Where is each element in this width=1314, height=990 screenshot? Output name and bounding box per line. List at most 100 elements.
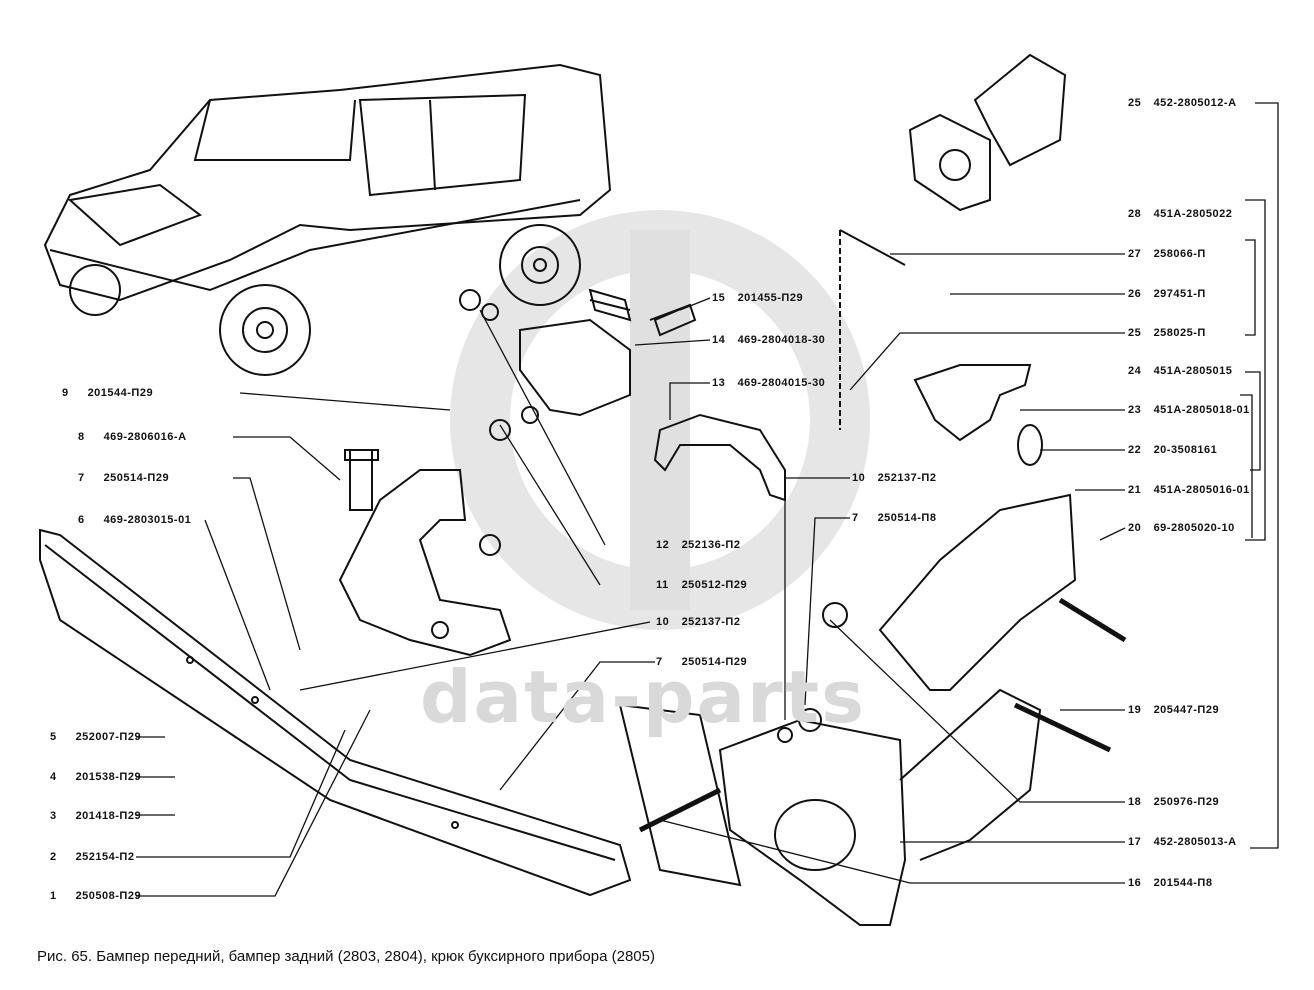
part-number: 17 — [1128, 836, 1142, 848]
part-number: 12 — [656, 539, 670, 551]
part-code: 250514-П29 — [103, 472, 170, 484]
part-label: 13 469-2804015-30 — [712, 377, 825, 389]
part-number: 10 — [852, 472, 866, 484]
part-number: 10 — [656, 616, 670, 628]
part-number: 22 — [1128, 444, 1142, 456]
part-label: 12 252136-П2 — [656, 539, 740, 551]
part-number: 24 — [1128, 365, 1142, 377]
part-label: 1 250508-П29 — [50, 890, 141, 902]
watermark-logo — [450, 210, 870, 630]
part-code: 469-2804018-30 — [737, 334, 826, 346]
part-code: 201544-П8 — [1153, 877, 1213, 889]
part-number: 14 — [712, 334, 726, 346]
bracket-drawing — [459, 288, 786, 502]
part-label: 11 250512-П29 — [656, 579, 747, 591]
part-label: 21 451А-2805016-01 — [1128, 484, 1250, 496]
part-label: 10 252137-П2 — [852, 472, 936, 484]
part-label: 17 452-2805013-А — [1128, 836, 1237, 848]
part-number: 21 — [1128, 484, 1142, 496]
part-code: 297451-П — [1153, 288, 1206, 300]
part-number: 28 — [1128, 208, 1142, 220]
part-code: 250514-П29 — [681, 656, 748, 668]
part-code: 201418-П29 — [75, 810, 142, 822]
part-label: 10 252137-П2 — [656, 616, 740, 628]
part-number: 8 — [78, 431, 85, 443]
part-label: 27 258066-П — [1128, 248, 1206, 260]
part-code: 250508-П29 — [75, 890, 142, 902]
part-code: 252154-П2 — [75, 851, 135, 863]
part-number: 25 — [1128, 327, 1142, 339]
part-code: 201544-П29 — [87, 387, 154, 399]
part-label: 28 451А-2805022 — [1128, 208, 1232, 220]
part-number: 13 — [712, 377, 726, 389]
part-label: 7 250514-П8 — [852, 512, 936, 524]
towing-device-drawing — [618, 53, 1127, 926]
part-label: 4 201538-П29 — [50, 771, 141, 783]
part-number: 11 — [656, 579, 669, 591]
part-label: 15 201455-П29 — [712, 292, 803, 304]
part-label: 3 201418-П29 — [50, 810, 141, 822]
part-code: 451А-2805022 — [1153, 208, 1233, 220]
part-number: 25 — [1128, 97, 1142, 109]
part-number: 3 — [50, 810, 57, 822]
part-label: 25 452-2805012-А — [1128, 97, 1237, 109]
part-code: 469-2806016-А — [103, 431, 187, 443]
part-code: 201455-П29 — [737, 292, 804, 304]
part-code: 451А-2805016-01 — [1153, 484, 1250, 496]
part-code: 469-2803015-01 — [103, 514, 192, 526]
vehicle-drawing — [43, 63, 612, 376]
part-number: 23 — [1128, 404, 1142, 416]
part-code: 452-2805013-А — [1153, 836, 1237, 848]
part-number: 26 — [1128, 288, 1142, 300]
part-label: 8 469-2806016-А — [78, 431, 187, 443]
part-code: 252137-П2 — [877, 472, 937, 484]
part-code: 252137-П2 — [681, 616, 741, 628]
leader-lines — [136, 102, 1279, 897]
part-code: 451А-2805015 — [1153, 365, 1233, 377]
part-number: 5 — [50, 731, 57, 743]
part-number: 1 — [50, 890, 57, 902]
part-label: 26 297451-П — [1128, 288, 1206, 300]
part-label: 18 250976-П29 — [1128, 796, 1219, 808]
part-label: 2 252154-П2 — [50, 851, 134, 863]
part-label: 20 69-2805020-10 — [1128, 522, 1235, 534]
part-code: 252007-П29 — [75, 731, 142, 743]
part-label: 24 451А-2805015 — [1128, 365, 1232, 377]
part-number: 19 — [1128, 704, 1142, 716]
part-number: 7 — [78, 472, 85, 484]
part-number: 27 — [1128, 248, 1142, 260]
part-code: 205447-П29 — [1153, 704, 1220, 716]
part-label: 6 469-2803015-01 — [78, 514, 191, 526]
part-label: 14 469-2804018-30 — [712, 334, 825, 346]
part-number: 20 — [1128, 522, 1142, 534]
part-number: 2 — [50, 851, 57, 863]
part-number: 6 — [78, 514, 85, 526]
front-bumper-drawing — [39, 528, 632, 897]
part-code: 201538-П29 — [75, 771, 142, 783]
part-number: 16 — [1128, 877, 1142, 889]
part-number: 7 — [852, 512, 859, 524]
part-number: 9 — [62, 387, 69, 399]
part-label: 7 250514-П29 — [656, 656, 747, 668]
part-code: 258066-П — [1153, 248, 1206, 260]
part-code: 250976-П29 — [1153, 796, 1220, 808]
figure-caption: Рис. 65. Бампер передний, бампер задний … — [37, 948, 655, 965]
watermark-text: data-parts — [420, 655, 866, 739]
part-code: 69-2805020-10 — [1153, 522, 1235, 534]
part-code: 451А-2805018-01 — [1153, 404, 1250, 416]
part-label: 23 451А-2805018-01 — [1128, 404, 1250, 416]
part-label: 22 20-3508161 — [1128, 444, 1217, 456]
part-code: 252136-П2 — [681, 539, 741, 551]
part-label: 19 205447-П29 — [1128, 704, 1219, 716]
part-number: 7 — [656, 656, 663, 668]
tow-hook-drawing — [338, 449, 512, 657]
part-label: 25 258025-П — [1128, 327, 1206, 339]
part-code: 250512-П29 — [681, 579, 748, 591]
part-code: 250514-П8 — [877, 512, 937, 524]
part-code: 452-2805012-А — [1153, 97, 1237, 109]
part-label: 16 201544-П8 — [1128, 877, 1212, 889]
part-number: 4 — [50, 771, 57, 783]
part-code: 258025-П — [1153, 327, 1206, 339]
part-label: 9 201544-П29 — [62, 387, 153, 399]
